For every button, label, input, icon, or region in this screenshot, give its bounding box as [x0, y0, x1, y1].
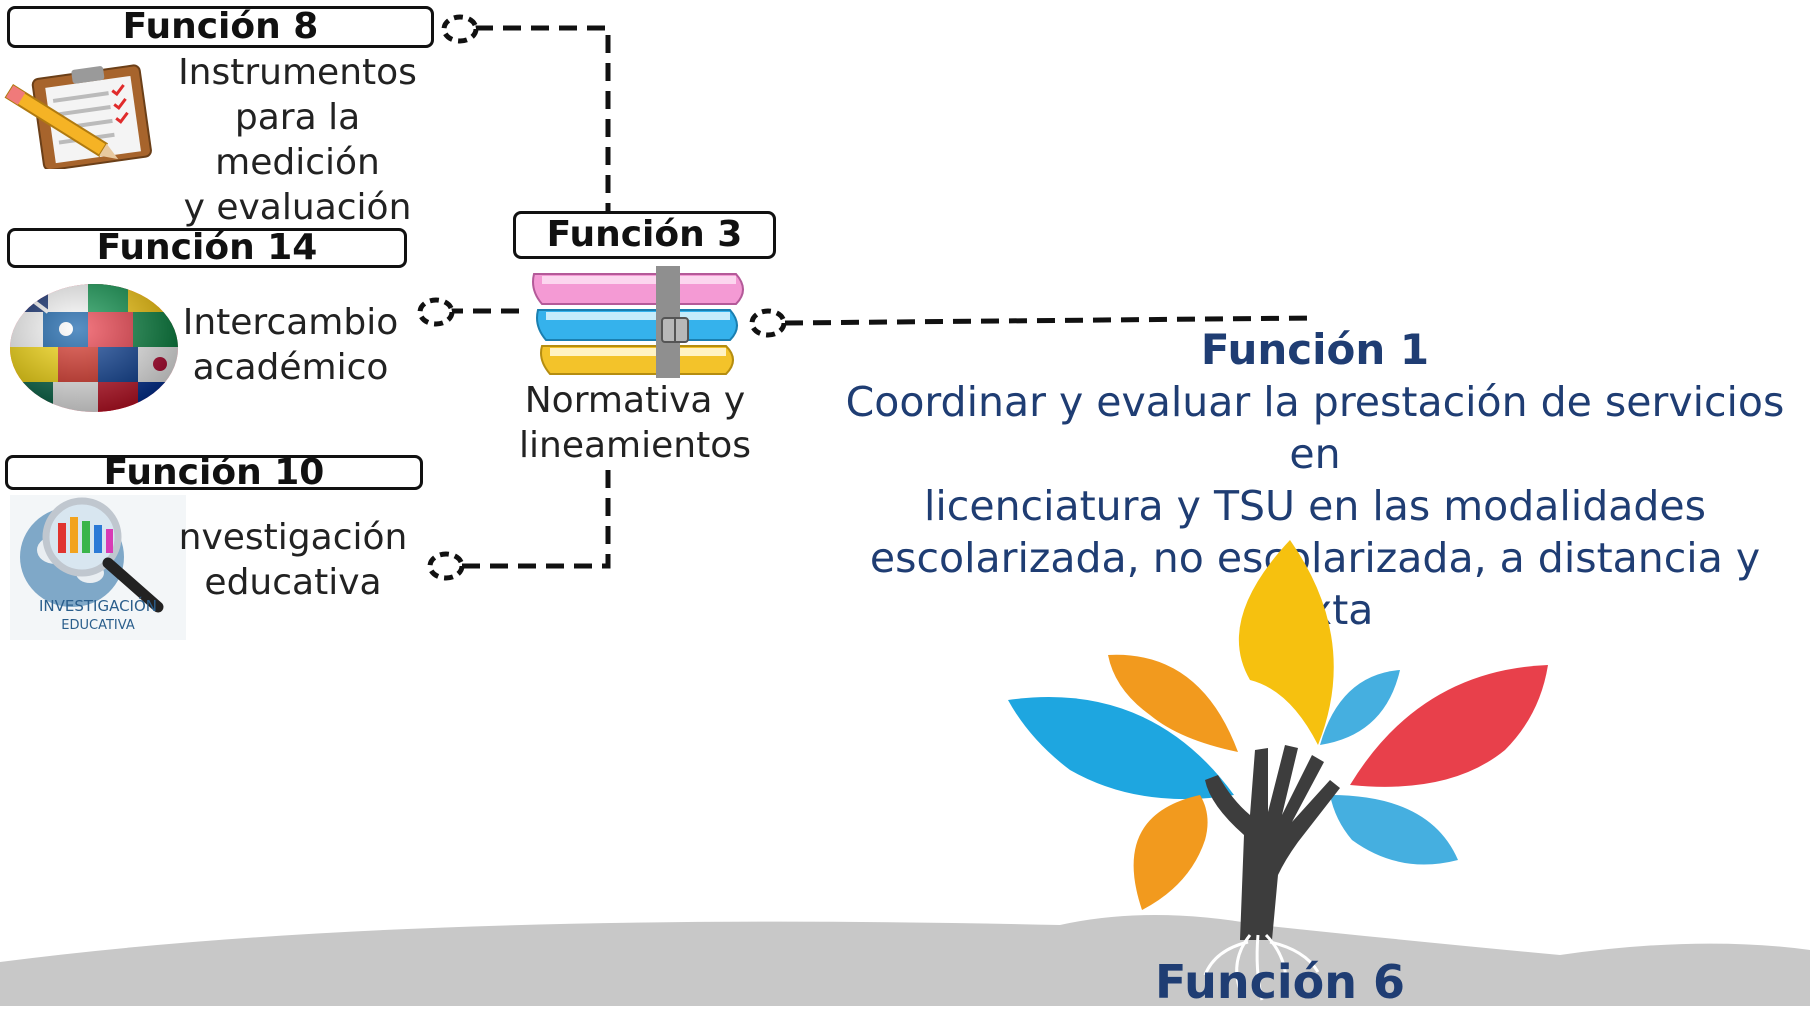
connector-node-f3-right	[749, 308, 787, 338]
connector-node-f14	[417, 297, 455, 327]
leaf-blue	[1008, 697, 1234, 800]
funcion8-title-box: Función 8	[7, 6, 434, 48]
books-archive-icon	[532, 266, 744, 378]
magnifier-globe-icon: INVESTIGACIÓN EDUCATIVA	[10, 495, 186, 640]
connector-f8-f3	[475, 25, 611, 212]
flag-globe-icon	[10, 284, 178, 412]
funcion8-title: Función 8	[122, 6, 319, 47]
funcion3-title: Función 3	[546, 214, 743, 255]
investigacion-image-text-1: INVESTIGACIÓN	[39, 596, 157, 615]
hand-trunk	[1205, 745, 1340, 940]
connector-f3-f1	[784, 315, 1316, 326]
leaf-orange-upper	[1108, 654, 1238, 752]
connector-node-f10	[427, 551, 465, 581]
leaf-lightblue-upper	[1320, 670, 1400, 745]
clipboard-pencil-icon	[4, 64, 152, 169]
investigacion-image-text-2: EDUCATIVA	[61, 618, 135, 633]
funcion3-label: Normativa y lineamientos	[519, 380, 751, 466]
connector-f3-f10	[460, 470, 611, 569]
connector-node-f8	[441, 14, 479, 44]
funcion14-title: Función 14	[96, 227, 318, 268]
funcion1-title: Función 1	[1200, 325, 1430, 374]
funcion1-description: Coordinar y evaluar la prestación de ser…	[845, 378, 1785, 634]
leaf-yellow	[1238, 540, 1334, 745]
ground-band	[0, 915, 1810, 1006]
funcion6-title: Función 6	[1154, 955, 1406, 1009]
funcion14-label: Intercambio académico	[182, 302, 399, 388]
leaf-lightblue-lower	[1330, 795, 1458, 865]
funcion8-label: Instrumentos para la medición y evaluaci…	[178, 52, 417, 228]
leaf-orange-lower	[1133, 795, 1208, 910]
funcion14-title-box: Función 14	[7, 228, 407, 268]
funcion10-label: nvestigación educativa	[178, 517, 408, 603]
funcion10-title: Función 10	[103, 451, 325, 493]
funcion3-title-box: Función 3	[513, 211, 776, 259]
funcion10-title-box: Función 10	[5, 451, 423, 493]
leaf-red	[1350, 665, 1548, 787]
tree-hand-icon	[0, 540, 1810, 1006]
roots	[1203, 933, 1320, 1001]
